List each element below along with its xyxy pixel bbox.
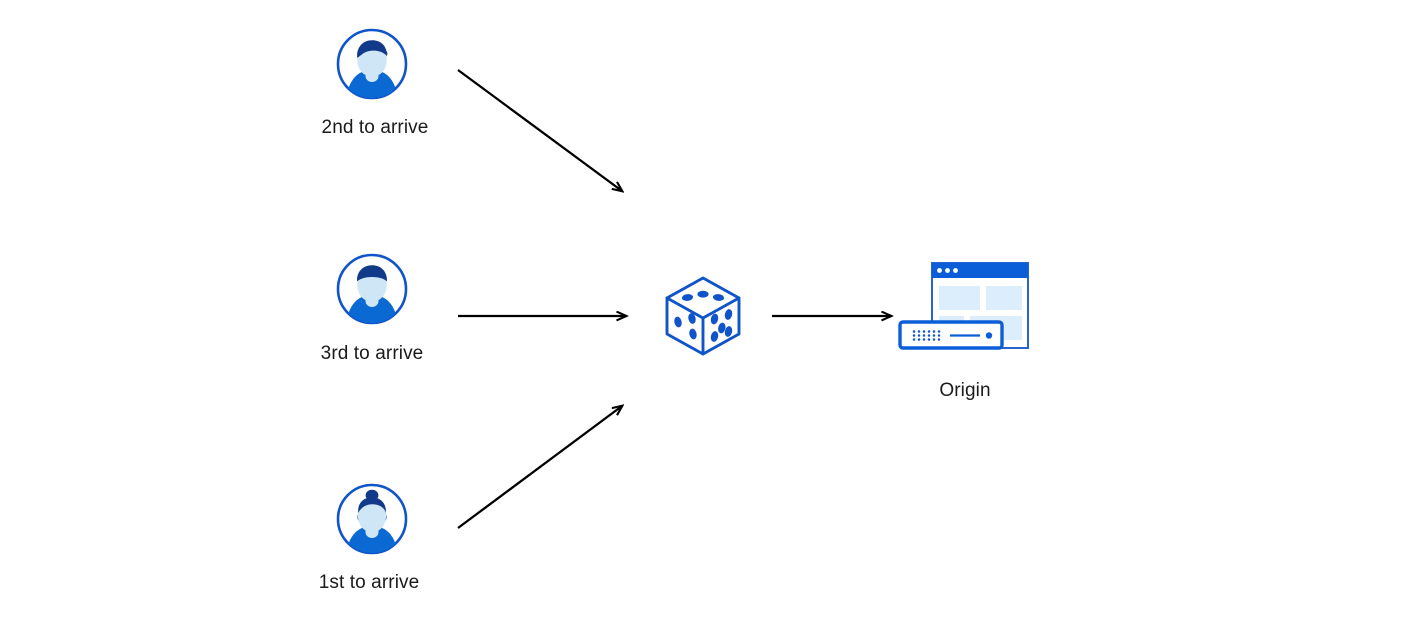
node-label-visitor-1st: 1st to arrive (318, 572, 420, 593)
user-avatar-icon (334, 481, 410, 557)
node-label-origin: Origin (939, 380, 991, 401)
server-device-icon (898, 320, 1004, 350)
arrow-2nd-to-dice (457, 69, 622, 191)
dice-icon (657, 270, 749, 362)
node-label-visitor-3rd: 3rd to arrive (320, 343, 424, 364)
user-avatar-icon (334, 251, 410, 327)
arrow-1st-to-dice (457, 406, 622, 529)
node-label-visitor-2nd: 2nd to arrive (321, 117, 429, 138)
user-avatar-icon (334, 26, 410, 102)
origin-server-icon (898, 258, 1036, 363)
